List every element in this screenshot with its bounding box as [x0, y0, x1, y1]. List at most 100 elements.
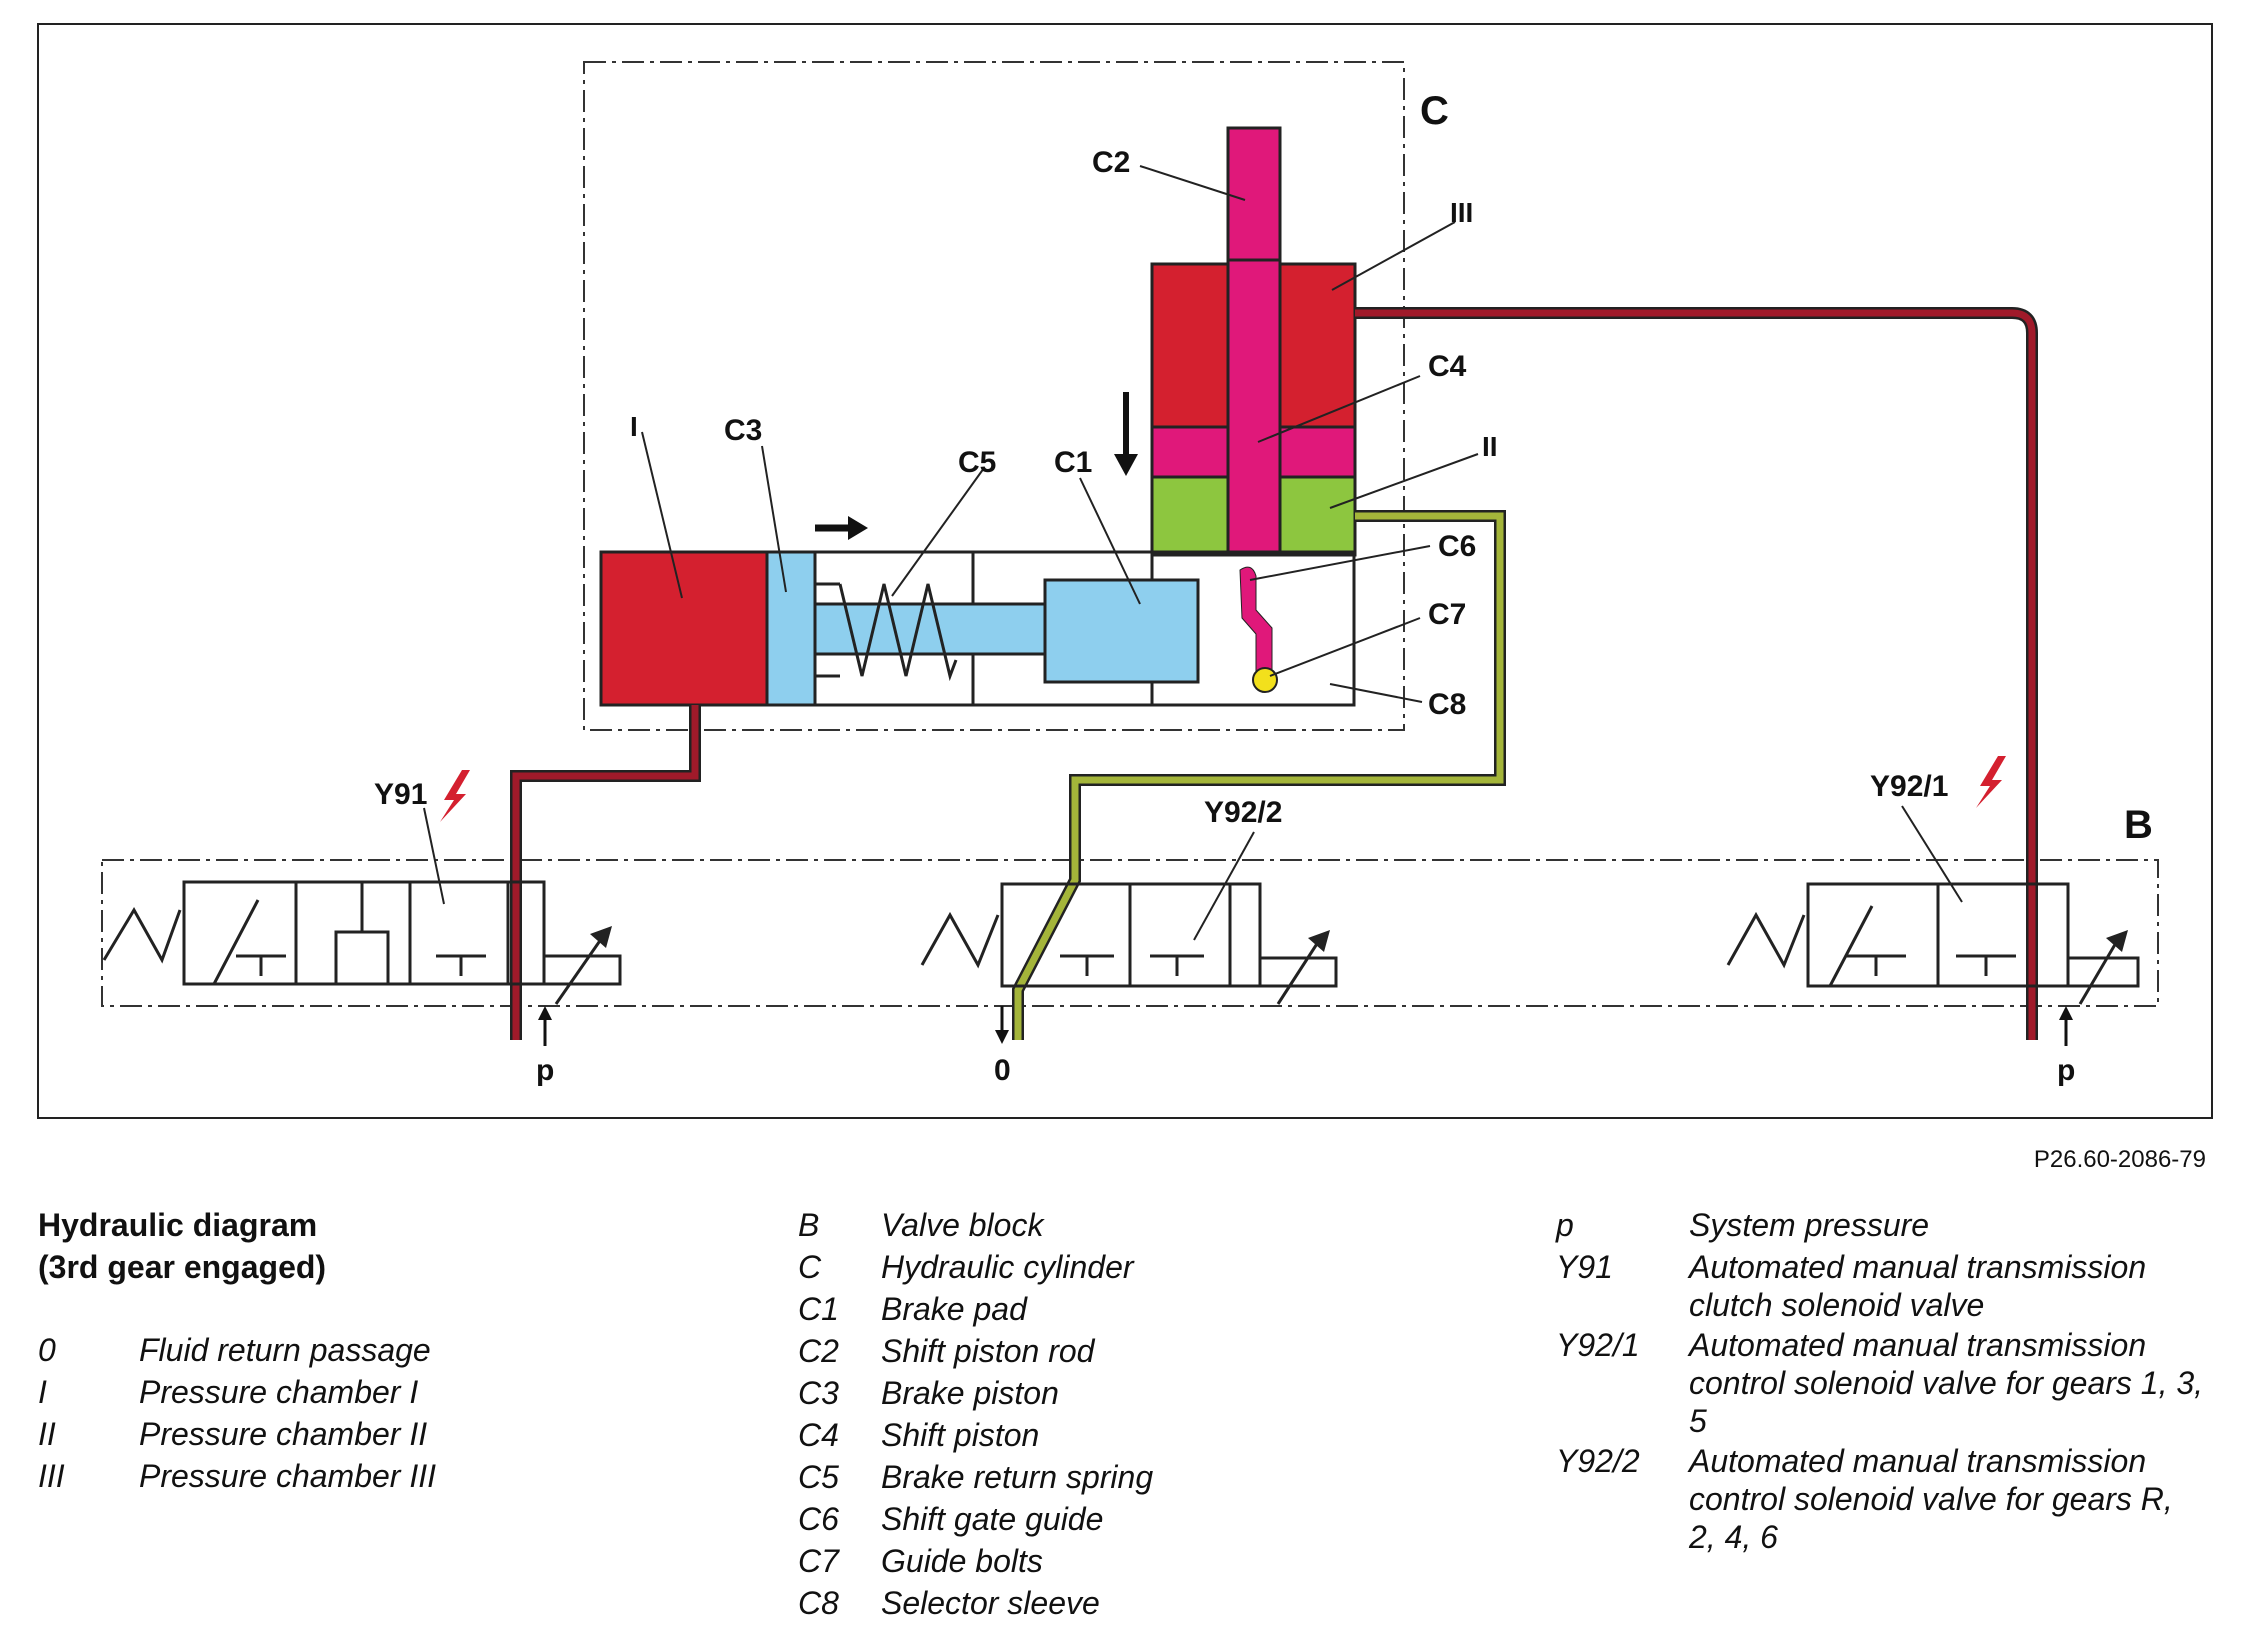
- legend-row: C3 Brake piston: [798, 1372, 1498, 1414]
- label-c4: C4: [1428, 350, 1467, 383]
- label-iii: III: [1450, 197, 1473, 228]
- shift-piston-rod: [1226, 126, 1282, 557]
- legend-text: Pressure chamber I: [139, 1374, 419, 1410]
- legend-text: Fluid return passage: [139, 1332, 431, 1368]
- valve-y92-1: [1726, 882, 2140, 1005]
- legend-key: C4: [798, 1417, 839, 1453]
- label-p-left: p: [536, 1054, 554, 1087]
- legend-text: Guide bolts: [881, 1543, 1043, 1579]
- legend-left: 0 Fluid return passage I Pressure chamber …: [38, 1329, 738, 1497]
- legend-text: Automated manual transmission control so…: [1689, 1443, 2173, 1555]
- legend-row: 0 Fluid return passage: [38, 1329, 738, 1371]
- legend-row: C1 Brake pad: [798, 1288, 1498, 1330]
- valve-y92-2: [920, 882, 1338, 1005]
- brake-piston: [765, 550, 817, 707]
- legend-text: Valve block: [881, 1207, 1044, 1243]
- legend-row: Y92/2 Automated manual transmission contr…: [1556, 1440, 2206, 1556]
- legend-key: 0: [38, 1332, 56, 1368]
- shift-gate-guide: [1239, 566, 1273, 673]
- port-p-left-head: [538, 1006, 552, 1020]
- valve-y92-1-arrowhead: [2106, 930, 2128, 952]
- brake-pad: [1043, 578, 1200, 684]
- legend-row: Y92/1 Automated manual transmission contr…: [1556, 1324, 2206, 1440]
- legend-key: I: [38, 1374, 47, 1410]
- legend-text: Pressure chamber II: [139, 1416, 428, 1452]
- legend-key: C3: [798, 1375, 839, 1411]
- label-c7: C7: [1428, 598, 1466, 631]
- legend-text: Brake return spring: [881, 1459, 1154, 1495]
- arrow-right-head: [848, 516, 868, 540]
- legend-text: Selector sleeve: [881, 1585, 1100, 1621]
- legend-key: C2: [798, 1333, 839, 1369]
- legend-text: Hydraulic cylinder: [881, 1249, 1134, 1285]
- legend-row: I Pressure chamber I: [38, 1371, 738, 1413]
- port-zero-head: [995, 1030, 1009, 1044]
- valve-y92-2-arrowhead: [1308, 930, 1330, 952]
- legend-row: C Hydraulic cylinder: [798, 1246, 1498, 1288]
- pipe-chamber-iii-fill: [1355, 309, 2036, 1040]
- legend-text: System pressure: [1689, 1207, 1930, 1243]
- legend-text: Automated manual transmission control so…: [1689, 1327, 2204, 1439]
- legend-key: C6: [798, 1501, 839, 1537]
- legend-row: C5 Brake return spring: [798, 1456, 1498, 1498]
- caption-title-line2: (3rd gear engaged): [38, 1249, 327, 1285]
- legend-row: C8 Selector sleeve: [798, 1582, 1498, 1624]
- legend-key: Y91: [1556, 1249, 1613, 1285]
- label-ii: II: [1482, 431, 1498, 462]
- solenoid-lightning-y92-1: [1976, 756, 2006, 808]
- brake-return-spring: [838, 583, 958, 682]
- reference-code: P26.60-2086-79: [2033, 1146, 2206, 1173]
- label-c5: C5: [958, 446, 996, 479]
- legend-key: III: [38, 1458, 65, 1494]
- pressure-chamber-i: [599, 550, 769, 707]
- legend-text: Brake pad: [881, 1291, 1027, 1327]
- label-c2: C2: [1092, 146, 1130, 179]
- label-y92-2: Y92/2: [1204, 796, 1282, 829]
- legend-text: Shift piston: [881, 1417, 1040, 1453]
- label-c6: C6: [1438, 530, 1476, 563]
- valve-block-boundary: [101, 859, 2159, 1007]
- label-c3: C3: [724, 414, 762, 447]
- pipe-y91-fill: [512, 705, 699, 1040]
- guide-bolt: [1252, 667, 1278, 693]
- hydraulic-diagram: C B C2 III C4 II C6 C7 C8 C1 C5 C3 I Y91…: [37, 23, 2213, 1119]
- legend-key: C7: [798, 1543, 839, 1579]
- arrow-down-head: [1114, 454, 1138, 476]
- solenoid-lightning-y91: [440, 770, 470, 822]
- outer-frame: [37, 23, 2213, 1119]
- legend-text: Brake piston: [881, 1375, 1059, 1411]
- legend-key: C: [798, 1249, 822, 1285]
- caption-title: Hydraulic diagram (3rd gear engaged): [38, 1204, 326, 1288]
- valve-y91: [102, 880, 622, 1005]
- legend-key: C1: [798, 1291, 839, 1327]
- legend-key: Y92/1: [1556, 1327, 1640, 1363]
- legend-text: Pressure chamber III: [139, 1458, 436, 1494]
- leader-lines: [423, 165, 1963, 941]
- legend-key: Y92/2: [1556, 1443, 1640, 1479]
- legend-row: III Pressure chamber III: [38, 1455, 738, 1497]
- label-zero: 0: [994, 1054, 1011, 1087]
- label-block-c: C: [1420, 89, 1449, 133]
- legend-key: II: [38, 1416, 56, 1452]
- legend-key: C8: [798, 1585, 839, 1621]
- legend-row: C7 Guide bolts: [798, 1540, 1498, 1582]
- caption-title-line1: Hydraulic diagram: [38, 1207, 318, 1243]
- legend-key: p: [1556, 1207, 1574, 1243]
- legend-row: p System pressure: [1556, 1204, 2206, 1246]
- label-c1: C1: [1054, 446, 1092, 479]
- legend-row: C4 Shift piston: [798, 1414, 1498, 1456]
- legend-row: II Pressure chamber II: [38, 1413, 738, 1455]
- label-i: I: [630, 411, 638, 442]
- hydraulic-cylinder-boundary: [583, 61, 1405, 731]
- port-p-right-head: [2059, 1006, 2073, 1020]
- legend-key: C5: [798, 1459, 839, 1495]
- pipe-chamber-iii: [1355, 307, 2038, 1040]
- label-y92-1: Y92/1: [1870, 770, 1948, 803]
- label-c8: C8: [1428, 688, 1466, 721]
